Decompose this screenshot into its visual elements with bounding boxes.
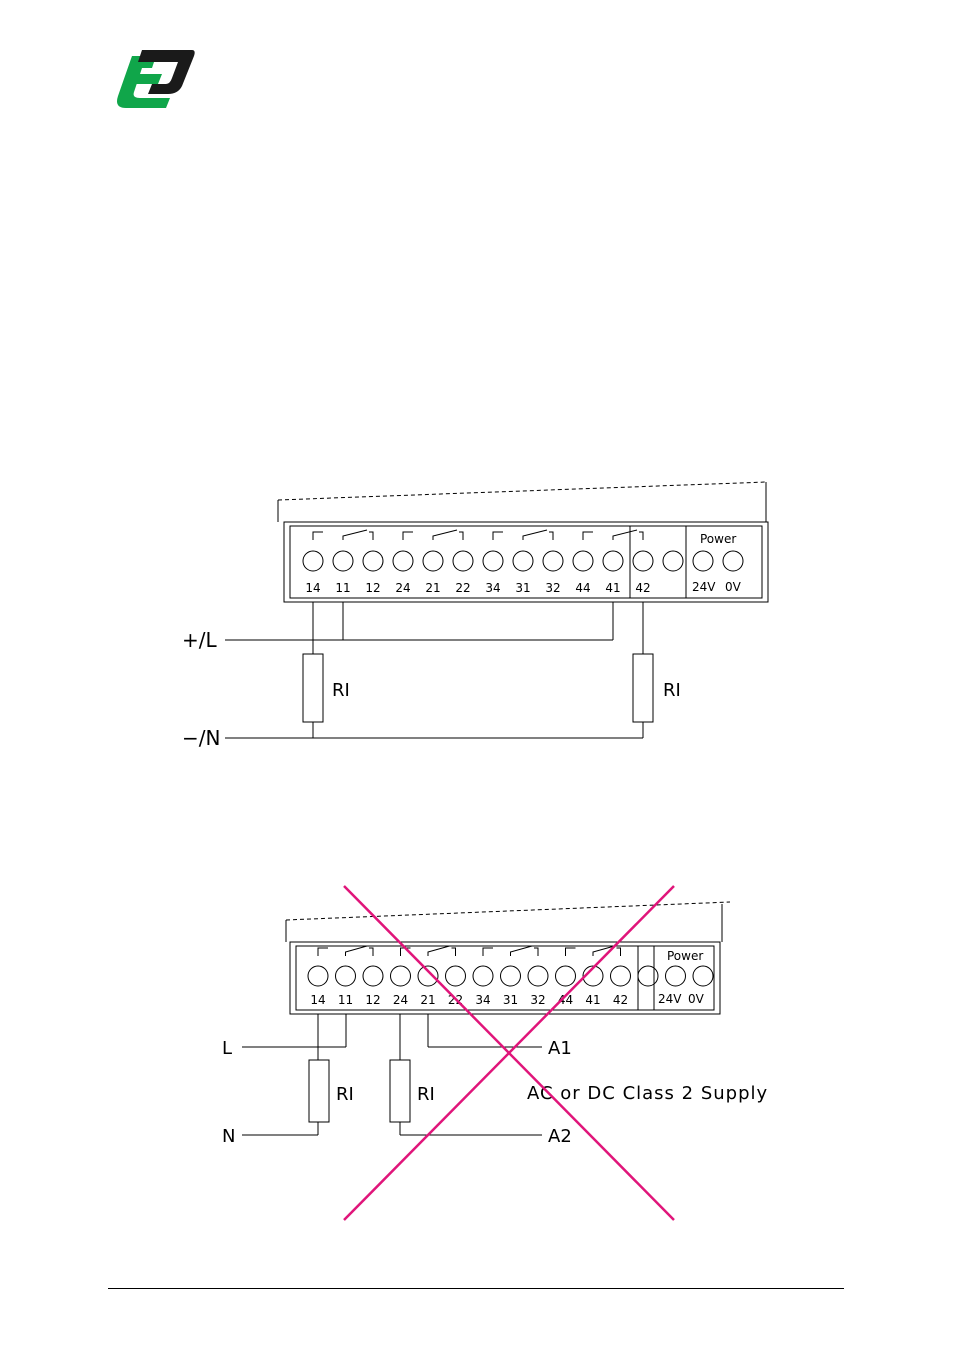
contact-changeover-symbol [342, 529, 374, 540]
terminal-label-14: 14 [305, 581, 320, 595]
terminal-14 [302, 550, 324, 572]
terminal-24 [392, 550, 414, 572]
terminal-power-2 [692, 965, 714, 987]
terminal-label-41: 41 [605, 581, 620, 595]
terminal-label-24: 24 [395, 581, 410, 595]
contact-changeover-symbol [592, 945, 621, 956]
supply-a1-label: A1 [548, 1038, 572, 1059]
contact-changeover-symbol [612, 529, 644, 540]
terminal-label-31: 31 [515, 581, 530, 595]
contact-changeover-symbol [345, 945, 374, 956]
contact-changeover-symbol [522, 529, 554, 540]
terminal-power-2 [722, 550, 744, 572]
resistor-right-label: RI [663, 680, 681, 701]
terminal-label-22: 22 [455, 581, 470, 595]
terminal-41 [582, 965, 604, 987]
power-24v-label: 24V [692, 580, 716, 594]
contact-changeover-symbol [427, 945, 456, 956]
power-title: Power [700, 532, 736, 546]
terminal-42 [632, 550, 654, 572]
resistor-left-label: RI [336, 1084, 354, 1105]
terminal-24 [390, 965, 411, 987]
terminal-44 [555, 965, 576, 987]
supply-a2-label: A2 [548, 1126, 572, 1147]
contact-no-symbol [482, 947, 493, 956]
terminal-42 [610, 965, 631, 987]
terminal-31 [512, 550, 534, 572]
terminal-32 [542, 550, 564, 572]
terminal-label-42: 42 [635, 581, 650, 595]
terminal-power-1 [692, 550, 714, 572]
line-l-label: L [222, 1038, 232, 1059]
terminal-22 [445, 965, 466, 987]
terminal-12 [362, 550, 384, 572]
terminal-label-24: 24 [393, 993, 408, 1007]
terminal-21 [422, 550, 444, 572]
company-logo [117, 50, 195, 108]
contact-no-symbol [317, 947, 328, 956]
terminal-14 [307, 965, 329, 987]
cross-line-2 [343, 885, 675, 1221]
terminal-21 [417, 965, 439, 987]
terminal-power-1 [665, 965, 686, 987]
terminal-label-34: 34 [485, 581, 500, 595]
logo-dark-shape [138, 50, 195, 94]
terminal-34 [482, 550, 504, 572]
terminal-blank [637, 965, 659, 987]
contact-no-symbol [312, 531, 323, 540]
terminal-41 [602, 550, 624, 572]
terminal-11 [332, 550, 354, 572]
terminal-label-31: 31 [503, 993, 518, 1007]
terminal-blank [662, 550, 684, 572]
power-24v-label: 24V [658, 992, 682, 1006]
terminal-11 [335, 965, 356, 987]
terminal-31 [500, 965, 521, 987]
terminal-32 [527, 965, 549, 987]
resistor-left-label: RI [332, 680, 350, 701]
contact-changeover-symbol [510, 945, 539, 956]
terminal-34 [472, 965, 494, 987]
terminal-label-32: 32 [530, 993, 545, 1007]
terminal-label-12: 12 [365, 581, 380, 595]
terminal-label-21: 21 [425, 581, 440, 595]
terminal-label-41: 41 [585, 993, 600, 1007]
power-title: Power [667, 949, 703, 963]
terminal-44 [572, 550, 594, 572]
terminal-22 [452, 550, 474, 572]
terminal-label-44: 44 [575, 581, 590, 595]
terminal-label-32: 32 [545, 581, 560, 595]
logo-green-bar [134, 74, 162, 84]
power-0v-label: 0V [688, 992, 705, 1006]
line-n-label: N [222, 1126, 235, 1147]
terminal-label-34: 34 [475, 993, 490, 1007]
cross-out-mark [343, 885, 675, 1221]
footer-divider [108, 1288, 844, 1289]
contact-no-symbol [492, 531, 503, 540]
supply-note: AC or DC Class 2 Supply [527, 1083, 768, 1104]
contact-no-symbol [402, 531, 413, 540]
terminal-label-44: 44 [558, 993, 573, 1007]
contact-no-symbol [565, 947, 576, 956]
terminal-label-42: 42 [613, 993, 628, 1007]
terminal-label-11: 11 [338, 993, 353, 1007]
contact-no-symbol [400, 947, 411, 956]
terminal-label-21: 21 [420, 993, 435, 1007]
contact-no-symbol [582, 531, 593, 540]
relay-wiring-correct-diagram: 14 11 12 24 21 22 34 31 32 44 41 42 Power 24V 0V +/… [182, 481, 769, 750]
line-minus-label: −/N [182, 726, 220, 750]
line-plus-label: +/L [182, 628, 217, 652]
resistor-right-label: RI [417, 1084, 435, 1105]
power-0v-label: 0V [725, 580, 742, 594]
terminal-label-14: 14 [310, 993, 325, 1007]
terminal-label-11: 11 [335, 581, 350, 595]
contact-changeover-symbol [432, 529, 464, 540]
terminal-12 [362, 965, 384, 987]
terminal-label-12: 12 [365, 993, 380, 1007]
logo-green-shape [117, 56, 170, 108]
